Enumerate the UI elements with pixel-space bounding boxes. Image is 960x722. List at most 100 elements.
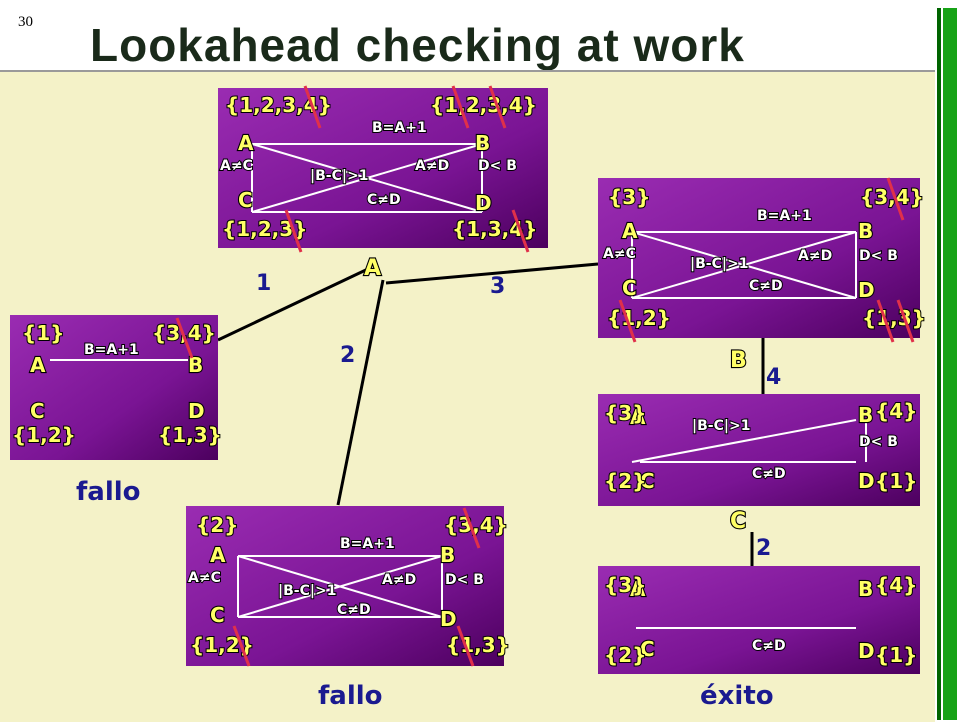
edge-label-3: 3: [490, 274, 505, 299]
constraint-b-eq-a-plus-1: B=A+1: [372, 120, 427, 136]
var-c-label: C: [210, 603, 225, 627]
var-a-label: A: [30, 353, 46, 377]
domain-d: {1}: [875, 469, 917, 493]
var-d-label: D: [858, 469, 875, 493]
constraint-abs-b-c: |B-C|>1: [310, 168, 368, 184]
constraint-c-neq-d: C≠D: [752, 466, 786, 482]
var-d-label: D: [475, 191, 492, 215]
box-background: [598, 178, 920, 338]
strike-marks: [232, 507, 481, 667]
edge-label-2: 2: [340, 343, 355, 368]
constraint-line-ad: [237, 555, 443, 618]
constraint-b-eq-a-plus-1: B=A+1: [340, 536, 395, 552]
var-b-label: B: [188, 353, 203, 377]
constraint-a-neq-c: A≠C: [188, 570, 221, 586]
title-divider: [0, 70, 935, 72]
domain-d: {1,3}: [446, 633, 510, 657]
var-a-label: A: [210, 543, 226, 567]
box-background: [218, 88, 548, 248]
domain-a: {3}: [608, 185, 650, 209]
accent-stripe-light: [943, 8, 957, 720]
constraint-a-neq-c: A≠C: [220, 158, 253, 174]
domain-a: {3}: [604, 573, 646, 597]
constraint-c-neq-d: C≠D: [367, 192, 401, 208]
var-a-label: A: [630, 405, 646, 429]
constraint-abs-b-c: |B-C|>1: [278, 583, 336, 599]
var-c-label: C: [640, 637, 655, 661]
var-d-label: D: [440, 607, 457, 631]
var-b-label: B: [440, 543, 455, 567]
domain-a: {1}: [22, 321, 64, 345]
edge-root-right: [385, 262, 599, 285]
constraint-b-eq-a-plus-1: B=A+1: [757, 208, 812, 224]
constraint-b-eq-a-plus-1: B=A+1: [84, 342, 139, 358]
constraint-c-neq-d: C≠D: [752, 638, 786, 654]
constraint-a-neq-c: A≠C: [603, 246, 636, 262]
constraint-a-neq-d: A≠D: [415, 158, 449, 174]
strike-marks: [284, 85, 530, 253]
constraint-c-neq-d: C≠D: [337, 602, 371, 618]
domain-c: {1,2}: [607, 306, 671, 330]
var-c-label: C: [640, 469, 655, 493]
constraint-d-lt-b: D< B: [859, 434, 898, 450]
outcome-right-exito: éxito: [700, 681, 774, 711]
edge-label-1: 1: [256, 271, 271, 296]
var-b-label: B: [858, 403, 873, 427]
var-a-label: A: [238, 131, 254, 155]
domain-d: {1}: [875, 643, 917, 667]
edge-label-4: 4: [766, 365, 781, 390]
edge-label-2-right: 2: [756, 536, 771, 561]
domain-c: {1,2,3}: [222, 217, 307, 241]
constraint-abs-b-c: |B-C|>1: [692, 418, 750, 434]
constraint-d-lt-b: D< B: [859, 248, 898, 264]
tree-edges: [217, 262, 765, 566]
var-a-label: A: [622, 219, 638, 243]
constraint-box-bottom-middle: A B C D {2} {3,4} {1,2} {1,3} B=A+1 A≠C …: [186, 506, 511, 667]
strike-marks: [618, 177, 915, 343]
var-b-label: B: [858, 577, 873, 601]
constraint-line-ad: [631, 231, 857, 299]
constraint-box-right-middle: A B C D {3} {4} {2} {1} |B-C|>1 D< B C≠D: [598, 394, 920, 506]
var-c-label: C: [622, 276, 637, 300]
constraint-a-neq-d: A≠D: [382, 572, 416, 588]
domain-b: {4}: [875, 399, 917, 423]
domain-c: {2}: [604, 643, 646, 667]
outcome-middle-fallo: fallo: [318, 681, 383, 711]
page-number: 30: [18, 14, 33, 30]
strike-marks: [175, 317, 194, 359]
constraint-line-ad: [251, 143, 483, 213]
slide-title: Lookahead checking at work: [90, 19, 745, 71]
var-a-label: A: [630, 577, 646, 601]
outcome-left-fallo: fallo: [76, 477, 141, 507]
right-accent-bar: [935, 0, 960, 720]
constraint-a-neq-d: A≠D: [798, 248, 832, 264]
edge-root-middle: [336, 279, 385, 506]
constraint-c-neq-d: C≠D: [749, 278, 783, 294]
constraint-box-right-top: A B C D {3} {3,4} {1,2} {1,3} B=A+1 A≠C …: [598, 177, 927, 343]
domain-d: {1,3}: [158, 423, 222, 447]
edge-root-left: [217, 266, 371, 342]
domain-b: {3,4}: [444, 513, 508, 537]
constraint-box-right-bottom: A B C D {3} {4} {2} {1} C≠D: [598, 566, 920, 674]
tree-node-b: B: [730, 348, 747, 373]
var-d-label: D: [858, 639, 875, 663]
tree-node-a: A: [364, 256, 381, 281]
var-b-label: B: [475, 131, 490, 155]
var-c-label: C: [238, 188, 253, 212]
domain-d: {1,3,4}: [452, 217, 537, 241]
domain-c: {2}: [604, 469, 646, 493]
search-tree-diagram: A B C D {1,2,3,4} {1,2,3,4} {1,2,3} {1,3…: [10, 85, 927, 711]
domain-a: {1,2,3,4}: [225, 93, 332, 117]
domain-a: {3}: [604, 401, 646, 425]
var-d-label: D: [858, 278, 875, 302]
constraint-box-root: A B C D {1,2,3,4} {1,2,3,4} {1,2,3} {1,3…: [218, 85, 548, 253]
constraint-line-bc: [631, 419, 857, 463]
domain-c: {1,2}: [12, 423, 76, 447]
domain-d: {1,3}: [862, 306, 926, 330]
constraint-abs-b-c: |B-C|>1: [690, 256, 748, 272]
constraint-d-lt-b: D< B: [478, 158, 517, 174]
accent-stripe-dark: [937, 8, 941, 720]
constraint-box-left: A B C D {1} {3,4} {1,2} {1,3} B=A+1: [10, 315, 223, 460]
var-b-label: B: [858, 219, 873, 243]
